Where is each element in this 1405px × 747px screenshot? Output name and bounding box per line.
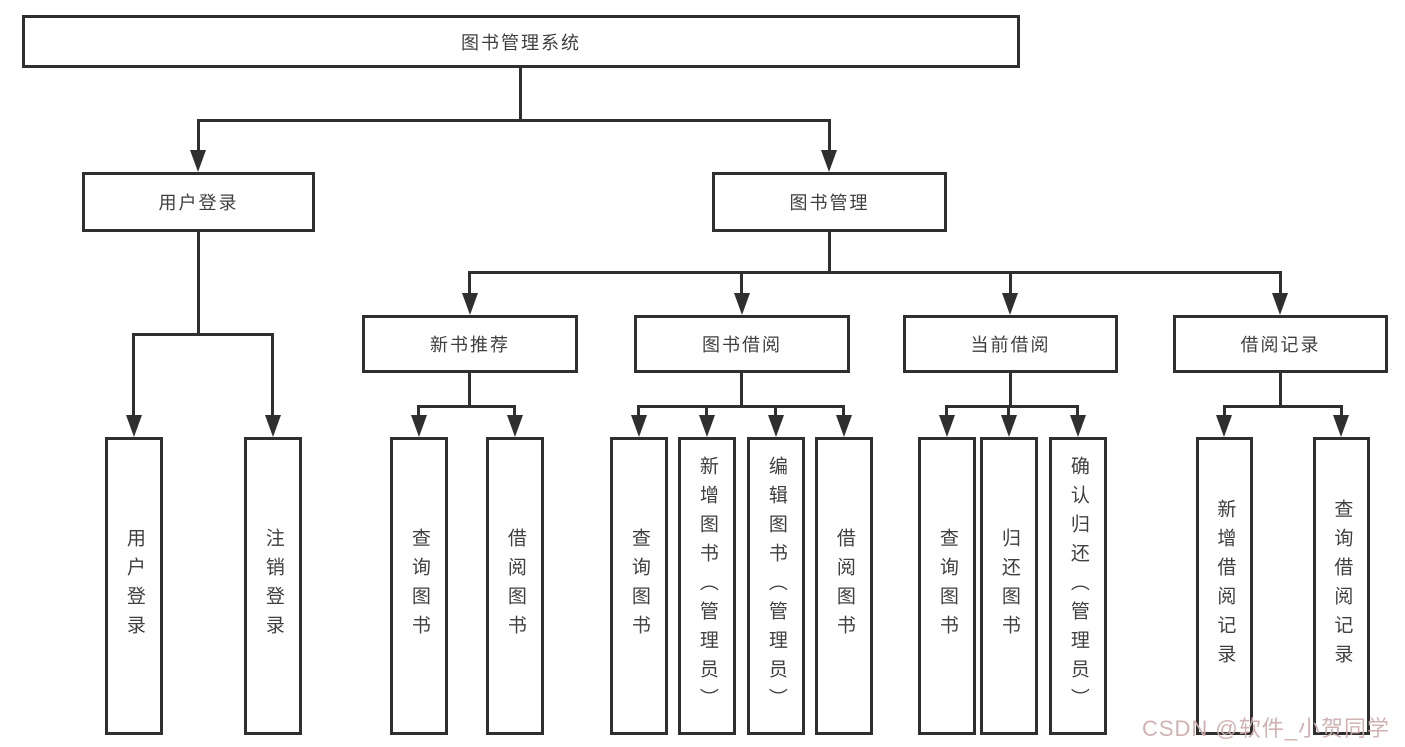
connector-line bbox=[197, 119, 200, 152]
connector-line bbox=[197, 232, 200, 336]
node-library-management-system: 图书管理系统 bbox=[22, 15, 1020, 68]
arrow-down-icon bbox=[768, 415, 784, 437]
node-label: 图书借阅 bbox=[702, 335, 782, 355]
connector-line bbox=[774, 405, 777, 417]
leaf-confirm-return-admin: 确认归还（管理员） bbox=[1049, 437, 1107, 735]
node-book-management: 图书管理 bbox=[712, 172, 947, 232]
arrow-down-icon bbox=[1001, 415, 1017, 437]
connector-line bbox=[637, 405, 845, 408]
node-user-login: 用户登录 bbox=[82, 172, 315, 232]
connector-line bbox=[1223, 405, 1343, 408]
node-label: 查询图书 bbox=[628, 528, 650, 644]
csdn-watermark: CSDN @软件_小贺同学 bbox=[1141, 716, 1390, 741]
connector-line bbox=[513, 405, 516, 417]
leaf-edit-books-admin: 编辑图书（管理员） bbox=[747, 437, 805, 735]
arrow-down-icon bbox=[821, 150, 837, 172]
connector-line bbox=[271, 333, 274, 417]
arrow-down-icon bbox=[190, 150, 206, 172]
arrow-down-icon bbox=[1272, 293, 1288, 315]
connector-line bbox=[1340, 405, 1343, 417]
node-label: 查询借阅记录 bbox=[1331, 499, 1353, 673]
node-label: 用户登录 bbox=[123, 528, 145, 644]
node-label: 新增借阅记录 bbox=[1214, 499, 1236, 673]
node-label: 图书管理系统 bbox=[461, 32, 581, 53]
node-label: 借阅记录 bbox=[1240, 335, 1321, 355]
connector-line bbox=[1279, 271, 1282, 295]
node-borrowing-records: 借阅记录 bbox=[1173, 315, 1388, 373]
arrow-down-icon bbox=[507, 415, 523, 437]
leaf-query-books-recommend: 查询图书 bbox=[390, 437, 448, 735]
leaf-logout: 注销登录 bbox=[244, 437, 302, 735]
node-label: 图书管理 bbox=[789, 193, 870, 213]
leaf-borrow-books-recommend: 借阅图书 bbox=[486, 437, 544, 735]
leaf-borrow-books: 借阅图书 bbox=[815, 437, 873, 735]
connector-line bbox=[132, 333, 274, 336]
connector-line bbox=[637, 405, 640, 417]
node-label: 编辑图书（管理员） bbox=[765, 455, 787, 717]
connector-line bbox=[417, 405, 516, 408]
arrow-down-icon bbox=[836, 415, 852, 437]
arrow-down-icon bbox=[1216, 415, 1232, 437]
leaf-user-login: 用户登录 bbox=[105, 437, 163, 735]
connector-line bbox=[468, 271, 1282, 274]
node-label: 借阅图书 bbox=[504, 528, 526, 644]
node-label: 确认归还（管理员） bbox=[1067, 455, 1089, 717]
arrow-down-icon bbox=[699, 415, 715, 437]
node-label: 查询图书 bbox=[936, 528, 958, 644]
arrow-down-icon bbox=[411, 415, 427, 437]
connector-line bbox=[740, 271, 743, 295]
connector-line bbox=[740, 373, 743, 408]
arrow-down-icon bbox=[1333, 415, 1349, 437]
node-label: 归还图书 bbox=[998, 528, 1020, 644]
connector-line bbox=[1223, 405, 1226, 417]
connector-line bbox=[828, 119, 831, 152]
arrow-down-icon bbox=[939, 415, 955, 437]
leaf-add-books-admin: 新增图书（管理员） bbox=[678, 437, 736, 735]
leaf-query-borrow-record: 查询借阅记录 bbox=[1313, 437, 1370, 735]
node-label: 当前借阅 bbox=[970, 335, 1051, 355]
leaf-query-books-borrowing: 查询图书 bbox=[610, 437, 668, 735]
node-label: 新书推荐 bbox=[430, 335, 510, 355]
node-label: 用户登录 bbox=[158, 193, 239, 213]
connector-line bbox=[842, 405, 845, 417]
connector-line bbox=[828, 232, 831, 274]
connector-line bbox=[519, 68, 522, 122]
connector-line bbox=[1076, 405, 1079, 417]
node-label: 新增图书（管理员） bbox=[696, 455, 718, 717]
leaf-query-books-current: 查询图书 bbox=[918, 437, 976, 735]
arrow-down-icon bbox=[126, 415, 142, 437]
connector-line bbox=[1009, 373, 1012, 408]
arrow-down-icon bbox=[1002, 293, 1018, 315]
connector-line bbox=[945, 405, 1079, 408]
node-current-borrowing: 当前借阅 bbox=[903, 315, 1118, 373]
leaf-add-borrow-record: 新增借阅记录 bbox=[1196, 437, 1253, 735]
arrow-down-icon bbox=[631, 415, 647, 437]
connector-line bbox=[468, 373, 471, 408]
connector-line bbox=[705, 405, 708, 417]
node-label: 查询图书 bbox=[408, 528, 430, 644]
connector-line bbox=[468, 271, 471, 295]
arrow-down-icon bbox=[265, 415, 281, 437]
connector-line bbox=[1009, 271, 1012, 295]
arrow-down-icon bbox=[462, 293, 478, 315]
connector-line bbox=[417, 405, 420, 417]
connector-line bbox=[1007, 405, 1010, 417]
arrow-down-icon bbox=[734, 293, 750, 315]
connector-line bbox=[197, 119, 831, 122]
node-label: 借阅图书 bbox=[833, 528, 855, 644]
connector-line bbox=[945, 405, 948, 417]
node-label: 注销登录 bbox=[262, 528, 284, 644]
connector-line bbox=[132, 333, 135, 417]
node-new-book-recommendation: 新书推荐 bbox=[362, 315, 578, 373]
arrow-down-icon bbox=[1070, 415, 1086, 437]
node-book-borrowing: 图书借阅 bbox=[634, 315, 850, 373]
leaf-return-books: 归还图书 bbox=[980, 437, 1038, 735]
connector-line bbox=[1279, 373, 1282, 408]
